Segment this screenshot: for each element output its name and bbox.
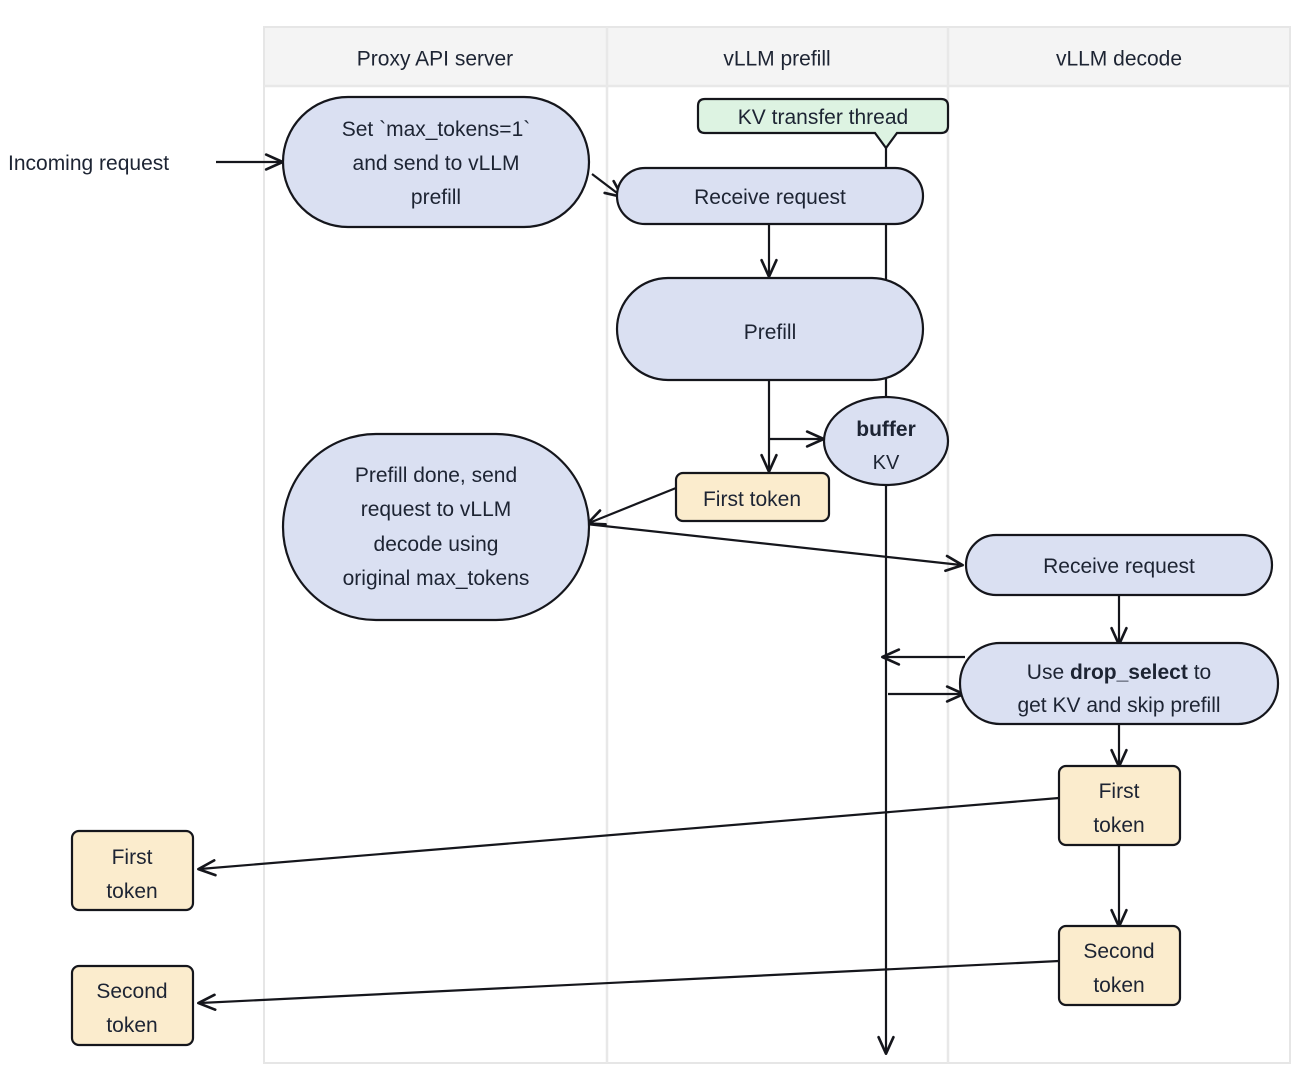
node-line-0: Prefill done, send (355, 464, 517, 487)
edge-proxy-done-to-decode-receive (585, 522, 964, 573)
node-shape[interactable] (70, 829, 195, 912)
node-shape[interactable] (822, 395, 950, 487)
node-shape[interactable] (1057, 764, 1182, 847)
node-line-0: Second (96, 980, 167, 1003)
node-shape[interactable] (674, 471, 831, 523)
node-shape[interactable] (281, 95, 591, 229)
lane-headers: Proxy API server vLLM prefill vLLM decod… (357, 48, 1182, 71)
lane-header-background (263, 26, 1291, 87)
edge-decode-second-to-out-second (197, 959, 1060, 1012)
node-line-0: Set `max_tokens=1` (342, 118, 531, 141)
node-shape[interactable] (615, 276, 925, 382)
node-line-1: request to vLLM (361, 498, 512, 521)
node-line-0: buffer (856, 418, 916, 441)
node-line-0: First (112, 846, 153, 869)
node-line-1: get KV and skip prefill (1017, 694, 1220, 717)
edge-decode-first-to-out-first (197, 796, 1060, 877)
node-prefill-first-token[interactable]: First token (674, 471, 831, 523)
node-prefill-receive-request[interactable]: Receive request (615, 166, 925, 226)
node-line-1: and send to vLLM (353, 152, 520, 175)
node-line-0: Receive request (1043, 555, 1195, 578)
node-shape[interactable] (70, 964, 195, 1047)
lane-header-decode: vLLM decode (1056, 48, 1182, 71)
node-line-1: KV (873, 452, 900, 474)
node-shape[interactable] (281, 432, 591, 622)
node-buffer-kv[interactable]: buffer KV (822, 395, 950, 487)
node-line-1: token (106, 1014, 157, 1037)
node-decode-second-token[interactable]: Second token (1057, 924, 1182, 1007)
node-out-second-token[interactable]: Second token (70, 964, 195, 1047)
node-line-0: First token (703, 488, 801, 511)
node-decode-receive-request[interactable]: Receive request (964, 533, 1274, 597)
lane-header-prefill: vLLM prefill (723, 48, 830, 71)
node-shape[interactable] (615, 166, 925, 226)
node-shape[interactable] (964, 533, 1274, 597)
node-kv-transfer-thread[interactable]: KV transfer thread (696, 97, 950, 150)
node-line-1: token (1093, 814, 1144, 837)
node-prefill-prefill[interactable]: Prefill (615, 276, 925, 382)
drop-select-post: to (1188, 661, 1211, 684)
drop-select-pre: Use (1027, 661, 1070, 684)
node-line-2: prefill (411, 186, 461, 209)
node-line-0-rich: Use drop_select to (1027, 661, 1211, 684)
node-line-0: First (1099, 780, 1140, 803)
note-shape[interactable] (696, 97, 950, 150)
node-line-0: KV transfer thread (738, 106, 908, 129)
node-decode-first-token[interactable]: First token (1057, 764, 1182, 847)
node-line-1: token (106, 880, 157, 903)
node-proxy-prefill-done[interactable]: Prefill done, send request to vLLM decod… (281, 432, 591, 622)
lane-header-proxy: Proxy API server (357, 48, 513, 71)
node-line-2: decode using (374, 533, 499, 556)
node-shape[interactable] (958, 641, 1280, 726)
edge-first-token-to-proxy-done (586, 486, 677, 526)
node-line-0: Second (1083, 940, 1154, 963)
node-out-first-token[interactable]: First token (70, 829, 195, 912)
node-decode-drop-select[interactable]: Use drop_select to get KV and skip prefi… (958, 641, 1280, 726)
node-shape[interactable] (1057, 924, 1182, 1007)
drop-select-keyword: drop_select (1070, 661, 1188, 684)
node-proxy-set-max-tokens[interactable]: Set `max_tokens=1` and send to vLLM pref… (281, 95, 591, 229)
node-line-0: Prefill (744, 321, 797, 344)
label-incoming-request: Incoming request (8, 152, 169, 175)
node-line-3: original max_tokens (343, 567, 530, 590)
node-line-1: token (1093, 974, 1144, 997)
node-line-0: Receive request (694, 186, 846, 209)
